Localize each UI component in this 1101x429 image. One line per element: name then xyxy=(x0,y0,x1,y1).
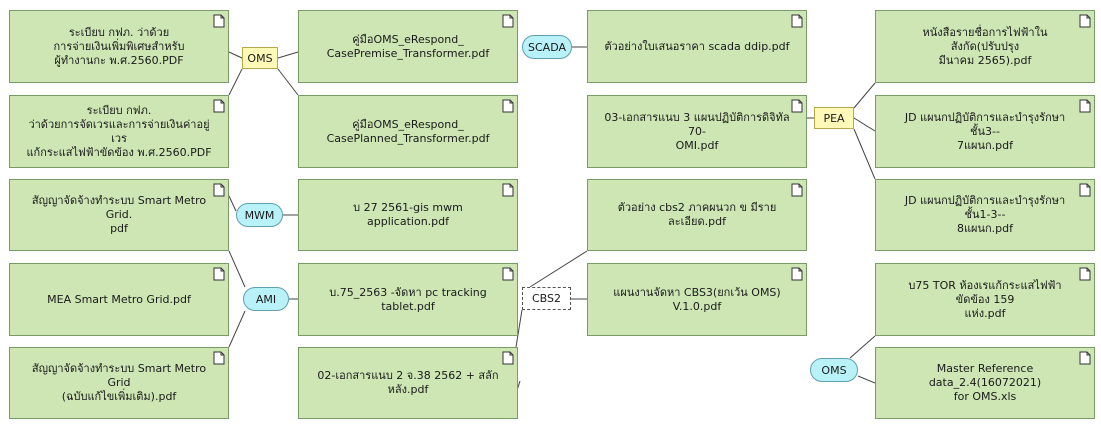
document-icon xyxy=(502,267,514,281)
document-icon xyxy=(791,14,803,28)
document-label: แผนงานจัดหา CBS3(ยกเว้น OMS) V.1.0.pdf xyxy=(613,285,781,313)
document-label: 02-เอกสารแนบ 2 จ.38 2562 + สลักหลัง.pdf xyxy=(317,369,499,396)
document-jd-1-3-8[interactable]: JD แผนกปฏิบัติการและบำรุงรักษา ชั้น1-3--… xyxy=(875,179,1095,251)
document-icon xyxy=(502,183,514,197)
document-cbs3-plan[interactable]: แผนงานจัดหา CBS3(ยกเว้น OMS) V.1.0.pdf xyxy=(587,263,807,336)
connector-line xyxy=(853,128,876,180)
document-manual-planned[interactable]: คู่มือOMS_eRespond_ CasePlanned_Transfor… xyxy=(298,95,518,168)
document-attachment-3[interactable]: 03-เอกสารแนบ 3 แผนปฏิบัติการดิจิทัล 70- … xyxy=(587,95,807,168)
document-label: ระเบียบ กฟภ. ว่าด้วยการจัดเวรและการจ่ายเ… xyxy=(26,103,212,159)
document-label: MEA Smart Metro Grid.pdf xyxy=(47,292,191,306)
document-mea-smart-metro-grid[interactable]: MEA Smart Metro Grid.pdf xyxy=(9,263,229,336)
connector-line xyxy=(529,250,588,288)
tag-label: OMS xyxy=(247,51,273,65)
tag-label: SCADA xyxy=(528,40,566,54)
connector-line xyxy=(228,250,246,288)
tag-mwm[interactable]: MWM xyxy=(236,203,283,227)
tag-cbs2[interactable]: CBS2 xyxy=(522,287,571,310)
document-label: บ.75_2563 -จัดหา pc tracking tablet.pdf xyxy=(329,285,487,313)
tag-ami[interactable]: AMI xyxy=(243,287,289,311)
document-label: สัญญาจัดจ้างทำระบบ Smart Metro Grid. pdf xyxy=(31,194,207,235)
document-rule-repair-pay[interactable]: ระเบียบ กฟภ. ว่าด้วยการจัดเวรและการจ่ายเ… xyxy=(9,95,229,168)
document-rule-special-pay[interactable]: ระเบียบ กฟภ. ว่าด้วย การจ่ายเงินเพิ่มพิเ… xyxy=(9,10,229,83)
document-icon xyxy=(213,267,225,281)
document-icon xyxy=(502,351,514,365)
document-icon xyxy=(502,14,514,28)
document-name-list[interactable]: หนังสือรายชื่อการไฟฟ้าในสังกัด(ปรับปรุง … xyxy=(875,10,1095,83)
document-icon xyxy=(502,99,514,113)
document-icon xyxy=(1079,183,1091,197)
connector-line xyxy=(857,375,876,384)
document-label: บ75 TOR ห้องเรแก้กระแสไฟฟ้าขัดข้อง 159 แ… xyxy=(908,278,1062,320)
document-gis-mwm[interactable]: บ 27 2561-gis mwm application.pdf xyxy=(298,179,518,251)
document-label: สัญญาจัดจ้างทำระบบ Smart Metro Grid (ฉบั… xyxy=(31,362,207,403)
document-label: Master Reference data_2.4(16072021) for … xyxy=(928,362,1042,403)
document-icon xyxy=(1079,267,1091,281)
tag-label: AMI xyxy=(255,292,277,306)
document-label: 03-เอกสารแนบ 3 แผนปฏิบัติการดิจิทัล 70- … xyxy=(604,110,790,152)
tag-label: MWM xyxy=(244,208,275,222)
document-label: ระเบียบ กฟภ. ว่าด้วย การจ่ายเงินเพิ่มพิเ… xyxy=(53,25,185,67)
document-icon xyxy=(791,99,803,113)
tag-oms-bottom[interactable]: OMS xyxy=(810,358,858,382)
document-master-reference[interactable]: Master Reference data_2.4(16072021) for … xyxy=(875,347,1095,419)
tag-label: CBS2 xyxy=(531,292,561,305)
document-label: คู่มือOMS_eRespond_ CasePremise_Transfor… xyxy=(326,32,490,60)
tag-label: OMS xyxy=(821,363,847,377)
document-pc-tracking[interactable]: บ.75_2563 -จัดหา pc tracking tablet.pdf xyxy=(298,263,518,336)
connector-line xyxy=(849,335,876,359)
document-label: ตัวอย่างใบเสนอราคา scada ddip.pdf xyxy=(604,39,790,53)
document-icon xyxy=(213,99,225,113)
document-smart-metro-contract-amendment[interactable]: สัญญาจัดจ้างทำระบบ Smart Metro Grid (ฉบั… xyxy=(9,347,229,419)
document-icon xyxy=(213,183,225,197)
connector-line xyxy=(515,309,523,348)
connector-line xyxy=(228,51,243,59)
tag-oms-top[interactable]: OMS xyxy=(242,47,278,69)
document-label: หนังสือรายชื่อการไฟฟ้าในสังกัด(ปรับปรุง … xyxy=(922,25,1048,67)
document-smart-metro-contract[interactable]: สัญญาจัดจ้างทำระบบ Smart Metro Grid. pdf xyxy=(9,179,229,251)
document-label: ตัวอย่าง cbs2 ภาคผนวก ข มีรายละเอียด.pdf xyxy=(617,201,777,228)
tag-label: PEA xyxy=(823,111,845,125)
document-tor-159[interactable]: บ75 TOR ห้องเรแก้กระแสไฟฟ้าขัดข้อง 159 แ… xyxy=(875,263,1095,336)
document-label: JD แผนกปฏิบัติการและบำรุงรักษา ชั้น3-- 7… xyxy=(904,110,1066,152)
document-icon xyxy=(791,267,803,281)
connector-line xyxy=(277,68,299,96)
document-icon xyxy=(213,351,225,365)
document-label: JD แผนกปฏิบัติการและบำรุงรักษา ชั้น1-3--… xyxy=(904,194,1066,235)
connector-line xyxy=(228,68,243,96)
document-icon xyxy=(1079,351,1091,365)
tag-pea[interactable]: PEA xyxy=(814,107,854,129)
document-icon xyxy=(1079,99,1091,113)
document-jd-3-7[interactable]: JD แผนกปฏิบัติการและบำรุงรักษา ชั้น3-- 7… xyxy=(875,95,1095,168)
document-attachment-2[interactable]: 02-เอกสารแนบ 2 จ.38 2562 + สลักหลัง.pdf xyxy=(298,347,518,419)
connector-line xyxy=(277,51,299,59)
document-icon xyxy=(1079,14,1091,28)
connector-line xyxy=(853,82,876,109)
connector-line xyxy=(228,310,246,348)
connector-line xyxy=(853,117,876,132)
document-icon xyxy=(791,183,803,197)
document-scada-quote[interactable]: ตัวอย่างใบเสนอราคา scada ddip.pdf xyxy=(587,10,807,83)
document-manual-premise[interactable]: คู่มือOMS_eRespond_ CasePremise_Transfor… xyxy=(298,10,518,83)
connector-line xyxy=(228,195,237,212)
tag-scada[interactable]: SCADA xyxy=(522,35,572,59)
document-label: บ 27 2561-gis mwm application.pdf xyxy=(353,201,463,228)
document-icon xyxy=(213,14,225,28)
document-label: คู่มือOMS_eRespond_ CasePlanned_Transfor… xyxy=(326,117,490,145)
document-cbs2-sample[interactable]: ตัวอย่าง cbs2 ภาคผนวก ข มีรายละเอียด.pdf xyxy=(587,179,807,251)
